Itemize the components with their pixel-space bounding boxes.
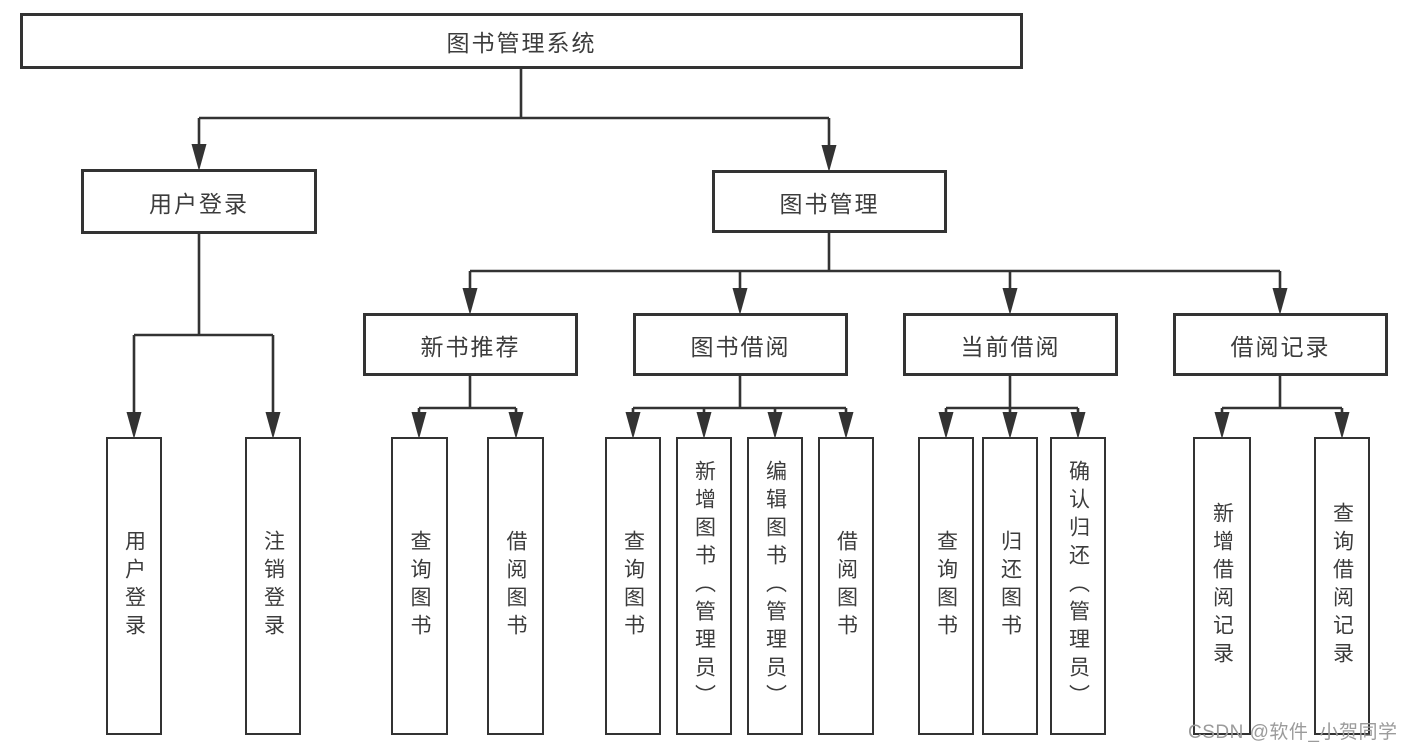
- node-label: 图书管理系统: [446, 30, 597, 56]
- leaf-label: 查询借阅记录: [1330, 502, 1354, 670]
- leaf-label: 编辑图书（管理员）: [763, 460, 787, 712]
- leaf-label: 确认归还（管理员）: [1066, 460, 1090, 712]
- connector-bookmgmt-to-level3: [468, 233, 1282, 294]
- arrowhead-icon: [411, 412, 427, 439]
- arrowhead-icon: [508, 412, 524, 439]
- leaf-borrow-books: 借阅图书: [818, 437, 874, 735]
- arrowhead-icon: [1070, 412, 1086, 439]
- connector-bookborrow-to-leaves: [631, 376, 848, 418]
- node-borrowing-records: 借阅记录: [1173, 313, 1388, 376]
- leaf-query-books-borrow: 查询图书: [605, 437, 661, 735]
- leaf-label: 注销登录: [261, 530, 285, 642]
- csdn-watermark: CSDN @软件_小贺同学: [1188, 722, 1398, 743]
- leaf-label: 借阅图书: [834, 530, 858, 642]
- leaf-label: 查询图书: [408, 530, 431, 642]
- arrowhead-icon: [126, 412, 142, 439]
- leaf-label: 新增图书（管理员）: [692, 460, 716, 712]
- arrowhead-icon: [1214, 412, 1230, 439]
- arrowhead-icon: [191, 144, 207, 171]
- arrowhead-icon: [1002, 412, 1018, 439]
- arrowhead-icon: [838, 412, 854, 439]
- leaf-label: 归还图书: [998, 530, 1022, 642]
- node-label: 新书推荐: [420, 333, 521, 360]
- connector-borrowrecords-to-leaves: [1220, 376, 1344, 418]
- node-label: 当前借阅: [960, 333, 1061, 360]
- arrowhead-icon: [696, 412, 712, 439]
- node-current-borrowing: 当前借阅: [903, 313, 1118, 376]
- leaf-edit-book-admin: 编辑图书（管理员）: [747, 437, 803, 735]
- connector-root-to-level2: [197, 69, 831, 150]
- leaf-query-borrow-record: 查询借阅记录: [1314, 437, 1370, 735]
- leaf-confirm-return-admin: 确认归还（管理员）: [1050, 437, 1106, 735]
- connector-userlogin-to-leaves: [132, 234, 275, 418]
- node-user-login: 用户登录: [81, 169, 317, 234]
- arrowhead-icon: [462, 288, 478, 315]
- node-book-borrowing: 图书借阅: [633, 313, 848, 376]
- leaf-query-books-current: 查询图书: [918, 437, 974, 735]
- node-root-system: 图书管理系统: [20, 13, 1023, 69]
- leaf-label: 新增借阅记录: [1210, 502, 1234, 670]
- leaf-add-book-admin: 新增图书（管理员）: [676, 437, 732, 735]
- node-label: 借阅记录: [1230, 333, 1331, 360]
- node-label: 图书借阅: [690, 333, 791, 360]
- node-book-management: 图书管理: [712, 170, 947, 233]
- leaf-label: 查询图书: [621, 530, 645, 642]
- arrowhead-icon: [1002, 288, 1018, 315]
- leaf-return-books: 归还图书: [982, 437, 1038, 735]
- leaf-logout: 注销登录: [245, 437, 301, 735]
- leaf-query-books-recommend: 查询图书: [391, 437, 448, 735]
- leaf-borrow-books-recommend: 借阅图书: [487, 437, 544, 735]
- arrowhead-icon: [265, 412, 281, 439]
- leaf-label: 查询图书: [934, 530, 958, 642]
- leaf-add-borrow-record: 新增借阅记录: [1193, 437, 1251, 735]
- connector-newbooks-to-leaves: [417, 376, 518, 418]
- leaf-label: 借阅图书: [504, 530, 527, 642]
- arrowhead-icon: [1272, 288, 1288, 315]
- arrowhead-icon: [938, 412, 954, 439]
- arrowhead-icon: [625, 412, 641, 439]
- node-new-book-recommend: 新书推荐: [363, 313, 578, 376]
- leaf-label: 用户登录: [122, 530, 146, 642]
- connector-currentborrow-to-leaves: [944, 376, 1080, 418]
- arrowhead-icon: [1334, 412, 1350, 439]
- leaf-user-login: 用户登录: [106, 437, 162, 735]
- arrowhead-icon: [821, 145, 837, 172]
- node-label: 用户登录: [149, 190, 249, 217]
- node-label: 图书管理: [779, 190, 880, 217]
- arrowhead-icon: [767, 412, 783, 439]
- arrowhead-icon: [732, 288, 748, 315]
